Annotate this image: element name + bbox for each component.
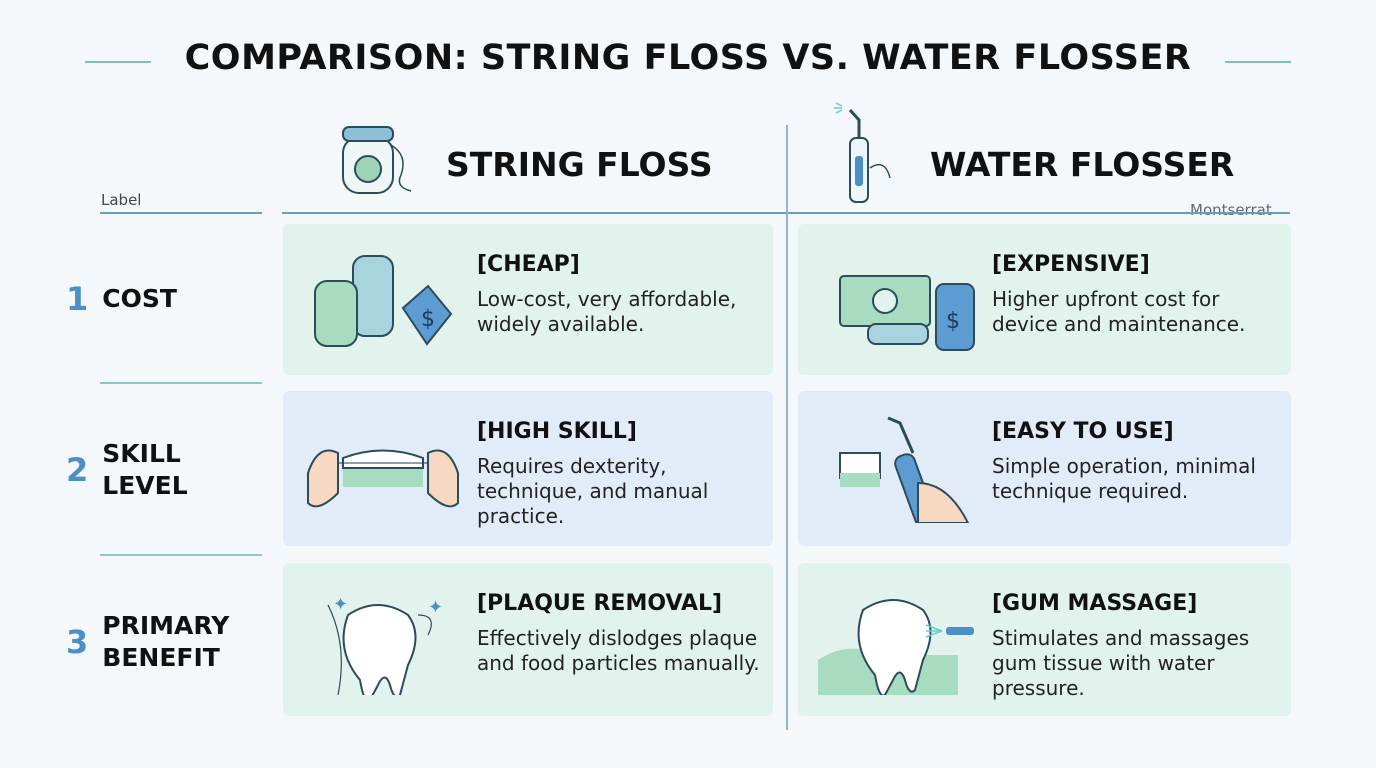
card-title: [CHEAP] (477, 252, 580, 277)
row-number: 3 (66, 623, 89, 661)
column-divider (786, 125, 788, 730)
row-separator (100, 554, 262, 556)
card-title: [GUM MASSAGE] (992, 591, 1198, 616)
title-divider-left (85, 61, 151, 63)
card-title: [EASY TO USE] (992, 419, 1174, 444)
svg-text:$: $ (946, 309, 960, 334)
card-water-flosser-cost: $ [EXPENSIVE] Higher upfront cost for de… (798, 224, 1291, 375)
card-water-flosser-benefit: [GUM MASSAGE] Stimulates and massages gu… (798, 563, 1291, 716)
hand-water-flosser-icon (839, 416, 970, 523)
tooth-floss-icon: ✦✦ (327, 594, 443, 695)
row-label-text: SKILL LEVEL (102, 439, 188, 500)
font-note: Montserrat (1190, 201, 1272, 219)
card-body: Low-cost, very affordable, widely availa… (477, 287, 737, 336)
card-body: Effectively dislodges plaque and food pa… (477, 626, 760, 675)
page-title: COMPARISON: STRING FLOSS VS. WATER FLOSS… (184, 38, 1192, 78)
card-string-floss-benefit: ✦✦ [PLAQUE REMOVAL] Effectively dislodge… (283, 563, 773, 716)
water-flosser-icon (834, 102, 891, 203)
row-label-skill-level: 2 SKILL LEVEL (66, 438, 212, 502)
tooth-water-jet-icon (818, 599, 974, 695)
label-header-line (100, 212, 262, 214)
svg-text:✦: ✦ (333, 594, 348, 615)
coins-price-tag-icon: $ (314, 255, 453, 347)
card-body: Stimulates and massages gum tissue with … (992, 626, 1250, 700)
card-water-flosser-skill: [EASY TO USE] Simple operation, minimal … (798, 391, 1291, 546)
card-string-floss-cost: $ [CHEAP] Low-cost, very affordable, wid… (283, 224, 773, 375)
row-label-primary-benefit: 3 PRIMARY BENEFIT (66, 610, 252, 674)
label-header: Label (101, 191, 142, 209)
card-body: Requires dexterity, technique, and manua… (477, 454, 709, 528)
title-divider-right (1225, 61, 1291, 63)
card-body: Higher upfront cost for device and maint… (992, 287, 1246, 336)
row-number: 2 (66, 451, 89, 489)
card-title: [HIGH SKILL] (477, 419, 637, 444)
column-header-string-floss: STRING FLOSS (446, 145, 713, 184)
card-string-floss-skill: [HIGH SKILL] Requires dexterity, techniq… (283, 391, 773, 546)
svg-text:✦: ✦ (428, 597, 443, 618)
row-label-text: COST (102, 284, 177, 313)
svg-text:$: $ (421, 307, 435, 332)
floss-container-icon (342, 126, 412, 194)
row-label-text: PRIMARY BENEFIT (102, 611, 230, 672)
row-label-cost: 1 COST (66, 280, 177, 318)
row-number: 1 (66, 280, 89, 318)
card-title: [EXPENSIVE] (992, 252, 1150, 277)
card-body: Simple operation, minimal technique requ… (992, 454, 1256, 503)
cash-price-tag-icon: $ (839, 275, 975, 351)
hands-flossing-icon (307, 449, 459, 508)
card-title: [PLAQUE REMOVAL] (477, 591, 723, 616)
row-separator (100, 382, 262, 384)
column-header-water-flosser: WATER FLOSSER (930, 145, 1235, 184)
